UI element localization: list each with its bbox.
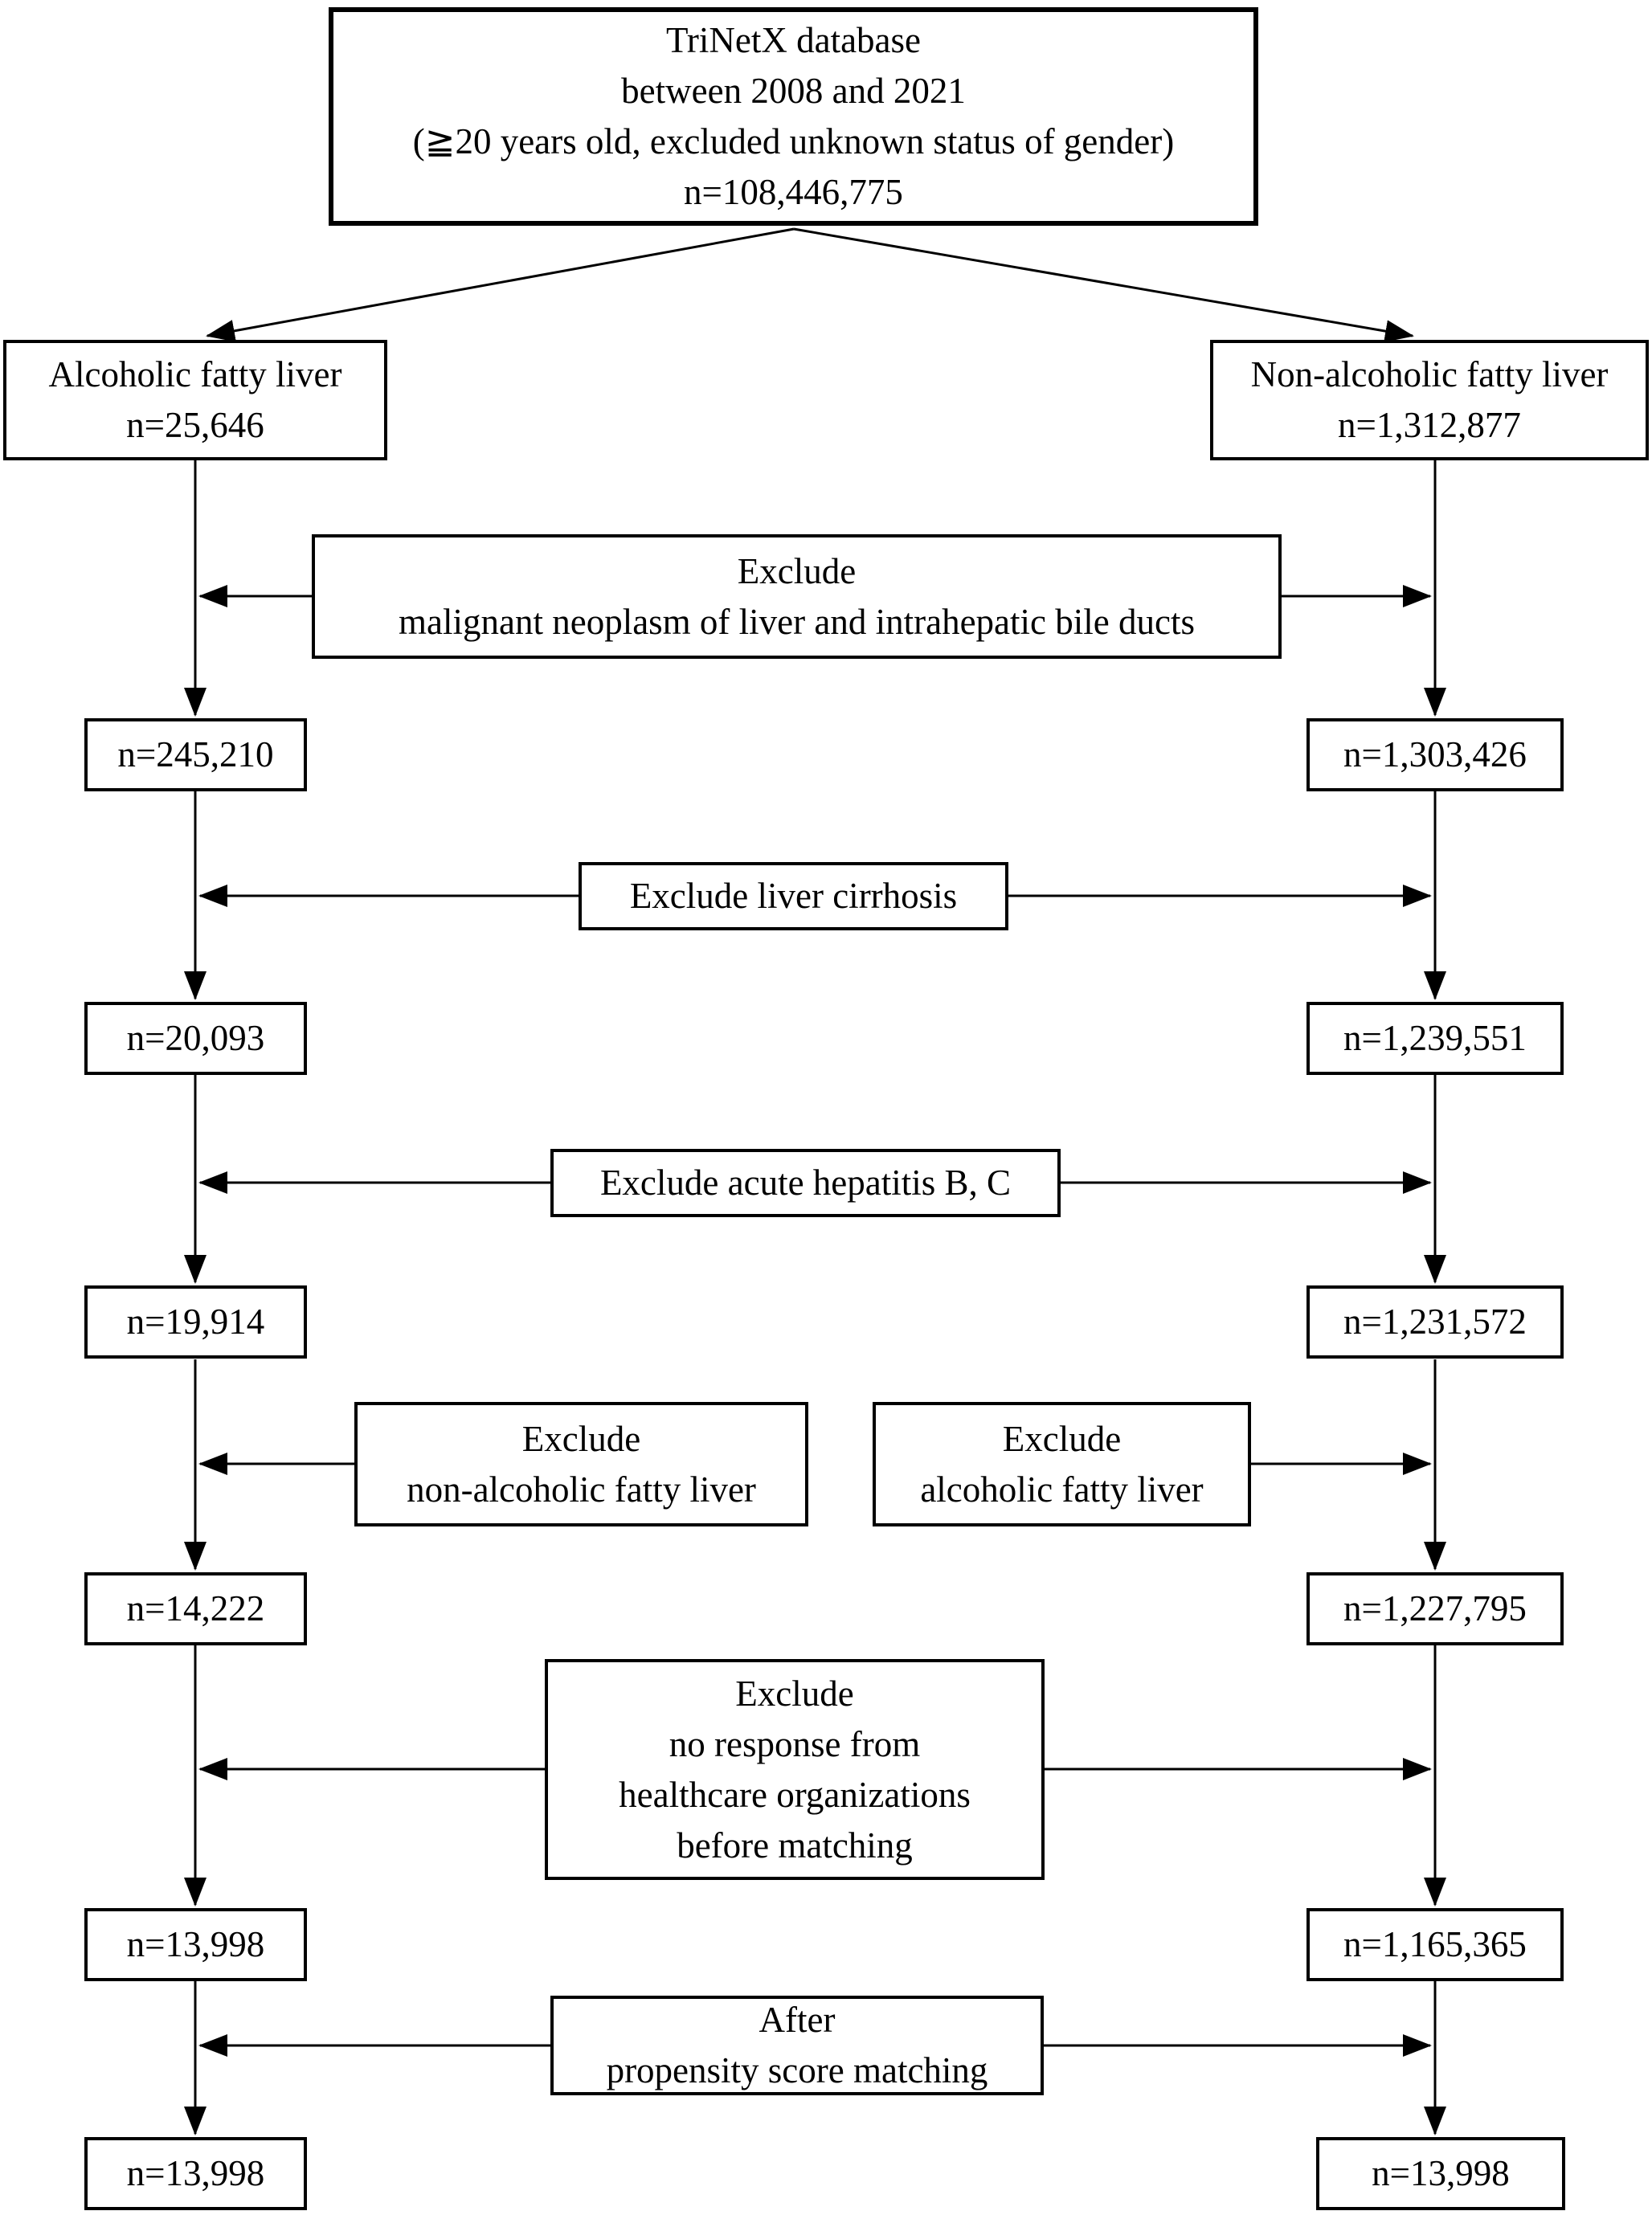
- arrow-db-to-right: [793, 227, 1414, 343]
- exclude-noresponse-line1: Exclude: [735, 1673, 854, 1714]
- node-right-count-final: n=13,998: [1316, 2137, 1565, 2210]
- database-criteria: (≧20 years old, excluded unknown status …: [412, 121, 1175, 161]
- right-count-4: n=1,227,795: [1343, 1588, 1527, 1629]
- node-exclude-nonalcoholic: Exclude non-alcoholic fatty liver: [354, 1402, 808, 1526]
- left-count-1: n=245,210: [117, 734, 274, 774]
- right-count-3: n=1,231,572: [1343, 1302, 1527, 1342]
- node-exclude-noresponse: Exclude no response from healthcare orga…: [545, 1659, 1045, 1880]
- exclude-neoplasm-line1: Exclude: [737, 550, 857, 591]
- node-nonalcoholic-fatty-liver: Non-alcoholic fatty liver n=1,312,877: [1210, 340, 1649, 460]
- right-count-final: n=13,998: [1372, 2153, 1510, 2193]
- exclude-noresponse-line3: healthcare organizations: [619, 1774, 971, 1815]
- node-right-count-2: n=1,239,551: [1306, 1002, 1564, 1075]
- exclude-hepatitis-label: Exclude acute hepatitis B, C: [599, 1163, 1012, 1203]
- alcoholic-count: n=25,646: [126, 405, 264, 445]
- node-database: TriNetX database between 2008 and 2021 (…: [329, 7, 1258, 226]
- exclude-nafl-line1: Exclude: [521, 1418, 641, 1459]
- node-exclude-cirrhosis: Exclude liver cirrhosis: [579, 862, 1008, 930]
- left-count-3: n=19,914: [126, 1302, 265, 1342]
- nonalcoholic-count: n=1,312,877: [1338, 405, 1521, 445]
- exclude-cirrhosis-label: Exclude liver cirrhosis: [629, 876, 958, 916]
- node-left-count-1: n=245,210: [84, 718, 307, 791]
- matching-line1: After: [759, 2000, 836, 2040]
- node-right-count-3: n=1,231,572: [1306, 1285, 1564, 1359]
- left-count-5: n=13,998: [126, 1924, 265, 1964]
- node-matching: After propensity score matching: [550, 1996, 1044, 2095]
- left-count-final: n=13,998: [126, 2153, 265, 2193]
- node-exclude-neoplasm: Exclude malignant neoplasm of liver and …: [312, 534, 1282, 659]
- nonalcoholic-label: Non-alcoholic fatty liver: [1250, 354, 1609, 394]
- node-alcoholic-fatty-liver: Alcoholic fatty liver n=25,646: [3, 340, 387, 460]
- left-count-4: n=14,222: [126, 1588, 265, 1629]
- right-count-5: n=1,165,365: [1343, 1924, 1527, 1964]
- node-exclude-hepatitis: Exclude acute hepatitis B, C: [550, 1149, 1061, 1217]
- exclude-noresponse-line4: before matching: [677, 1825, 913, 1866]
- node-left-count-5: n=13,998: [84, 1908, 307, 1981]
- exclude-afl-line1: Exclude: [1002, 1418, 1122, 1459]
- node-right-count-1: n=1,303,426: [1306, 718, 1564, 791]
- node-right-count-4: n=1,227,795: [1306, 1572, 1564, 1645]
- alcoholic-label: Alcoholic fatty liver: [48, 354, 342, 394]
- database-period: between 2008 and 2021: [621, 71, 966, 111]
- matching-line2: propensity score matching: [606, 2050, 988, 2090]
- exclude-neoplasm-line2: malignant neoplasm of liver and intrahep…: [399, 601, 1195, 642]
- database-count: n=108,446,775: [684, 172, 903, 212]
- exclude-nafl-line2: non-alcoholic fatty liver: [407, 1469, 756, 1510]
- node-left-count-2: n=20,093: [84, 1002, 307, 1075]
- node-right-count-5: n=1,165,365: [1306, 1908, 1564, 1981]
- database-title: TriNetX database: [665, 20, 922, 60]
- right-count-1: n=1,303,426: [1343, 734, 1527, 774]
- exclude-afl-line2: alcoholic fatty liver: [920, 1469, 1204, 1510]
- node-left-count-3: n=19,914: [84, 1285, 307, 1359]
- left-count-2: n=20,093: [126, 1018, 265, 1058]
- exclude-noresponse-line2: no response from: [669, 1723, 921, 1764]
- right-count-2: n=1,239,551: [1343, 1018, 1527, 1058]
- arrow-db-to-left: [206, 227, 795, 342]
- node-left-count-4: n=14,222: [84, 1572, 307, 1645]
- node-left-count-final: n=13,998: [84, 2137, 307, 2210]
- node-exclude-alcoholic: Exclude alcoholic fatty liver: [873, 1402, 1251, 1526]
